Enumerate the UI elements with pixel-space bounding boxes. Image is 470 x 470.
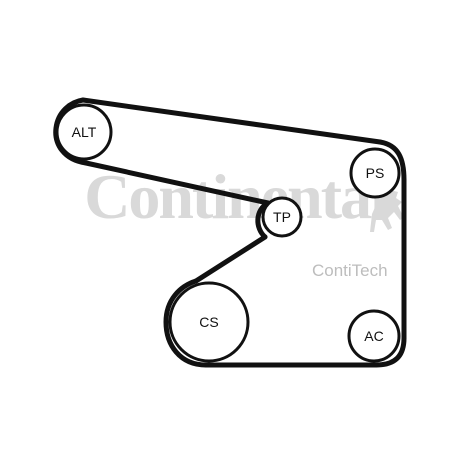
pulley-ps-label: PS [366, 165, 385, 181]
watermark-sub-brand: ContiTech [312, 261, 388, 280]
pulley-alt-circle [55, 103, 113, 161]
pulley-ac-circle [347, 309, 401, 363]
horse-logo-icon [370, 190, 404, 232]
pulley-tp-circle [261, 196, 303, 238]
belt-top-span [80, 97, 383, 145]
pulley-tp-label: TP [273, 209, 291, 225]
belt-ps-wrap [377, 139, 407, 183]
pulley-ps-circle [349, 147, 401, 199]
pulley-ps: PS [349, 147, 401, 199]
belt-cs-wrap [163, 278, 209, 368]
pulley-cs-circle [168, 281, 250, 363]
pulley-tp: TP [261, 196, 303, 238]
pulley-ac: AC [347, 309, 401, 363]
pulley-cs: CS [168, 281, 250, 363]
pulley-cs-label: CS [199, 314, 218, 330]
belt-tp-alt-span [83, 160, 271, 206]
belt-path-visual [53, 97, 407, 368]
pulley-ac-label: AC [364, 328, 383, 344]
belt-tp-wrap [255, 200, 271, 240]
pulley-alt: ALT [55, 103, 113, 161]
pulley-alt-label: ALT [72, 124, 97, 140]
belt-cs-tp-span [193, 234, 268, 284]
belt-ac-wrap [373, 335, 407, 368]
